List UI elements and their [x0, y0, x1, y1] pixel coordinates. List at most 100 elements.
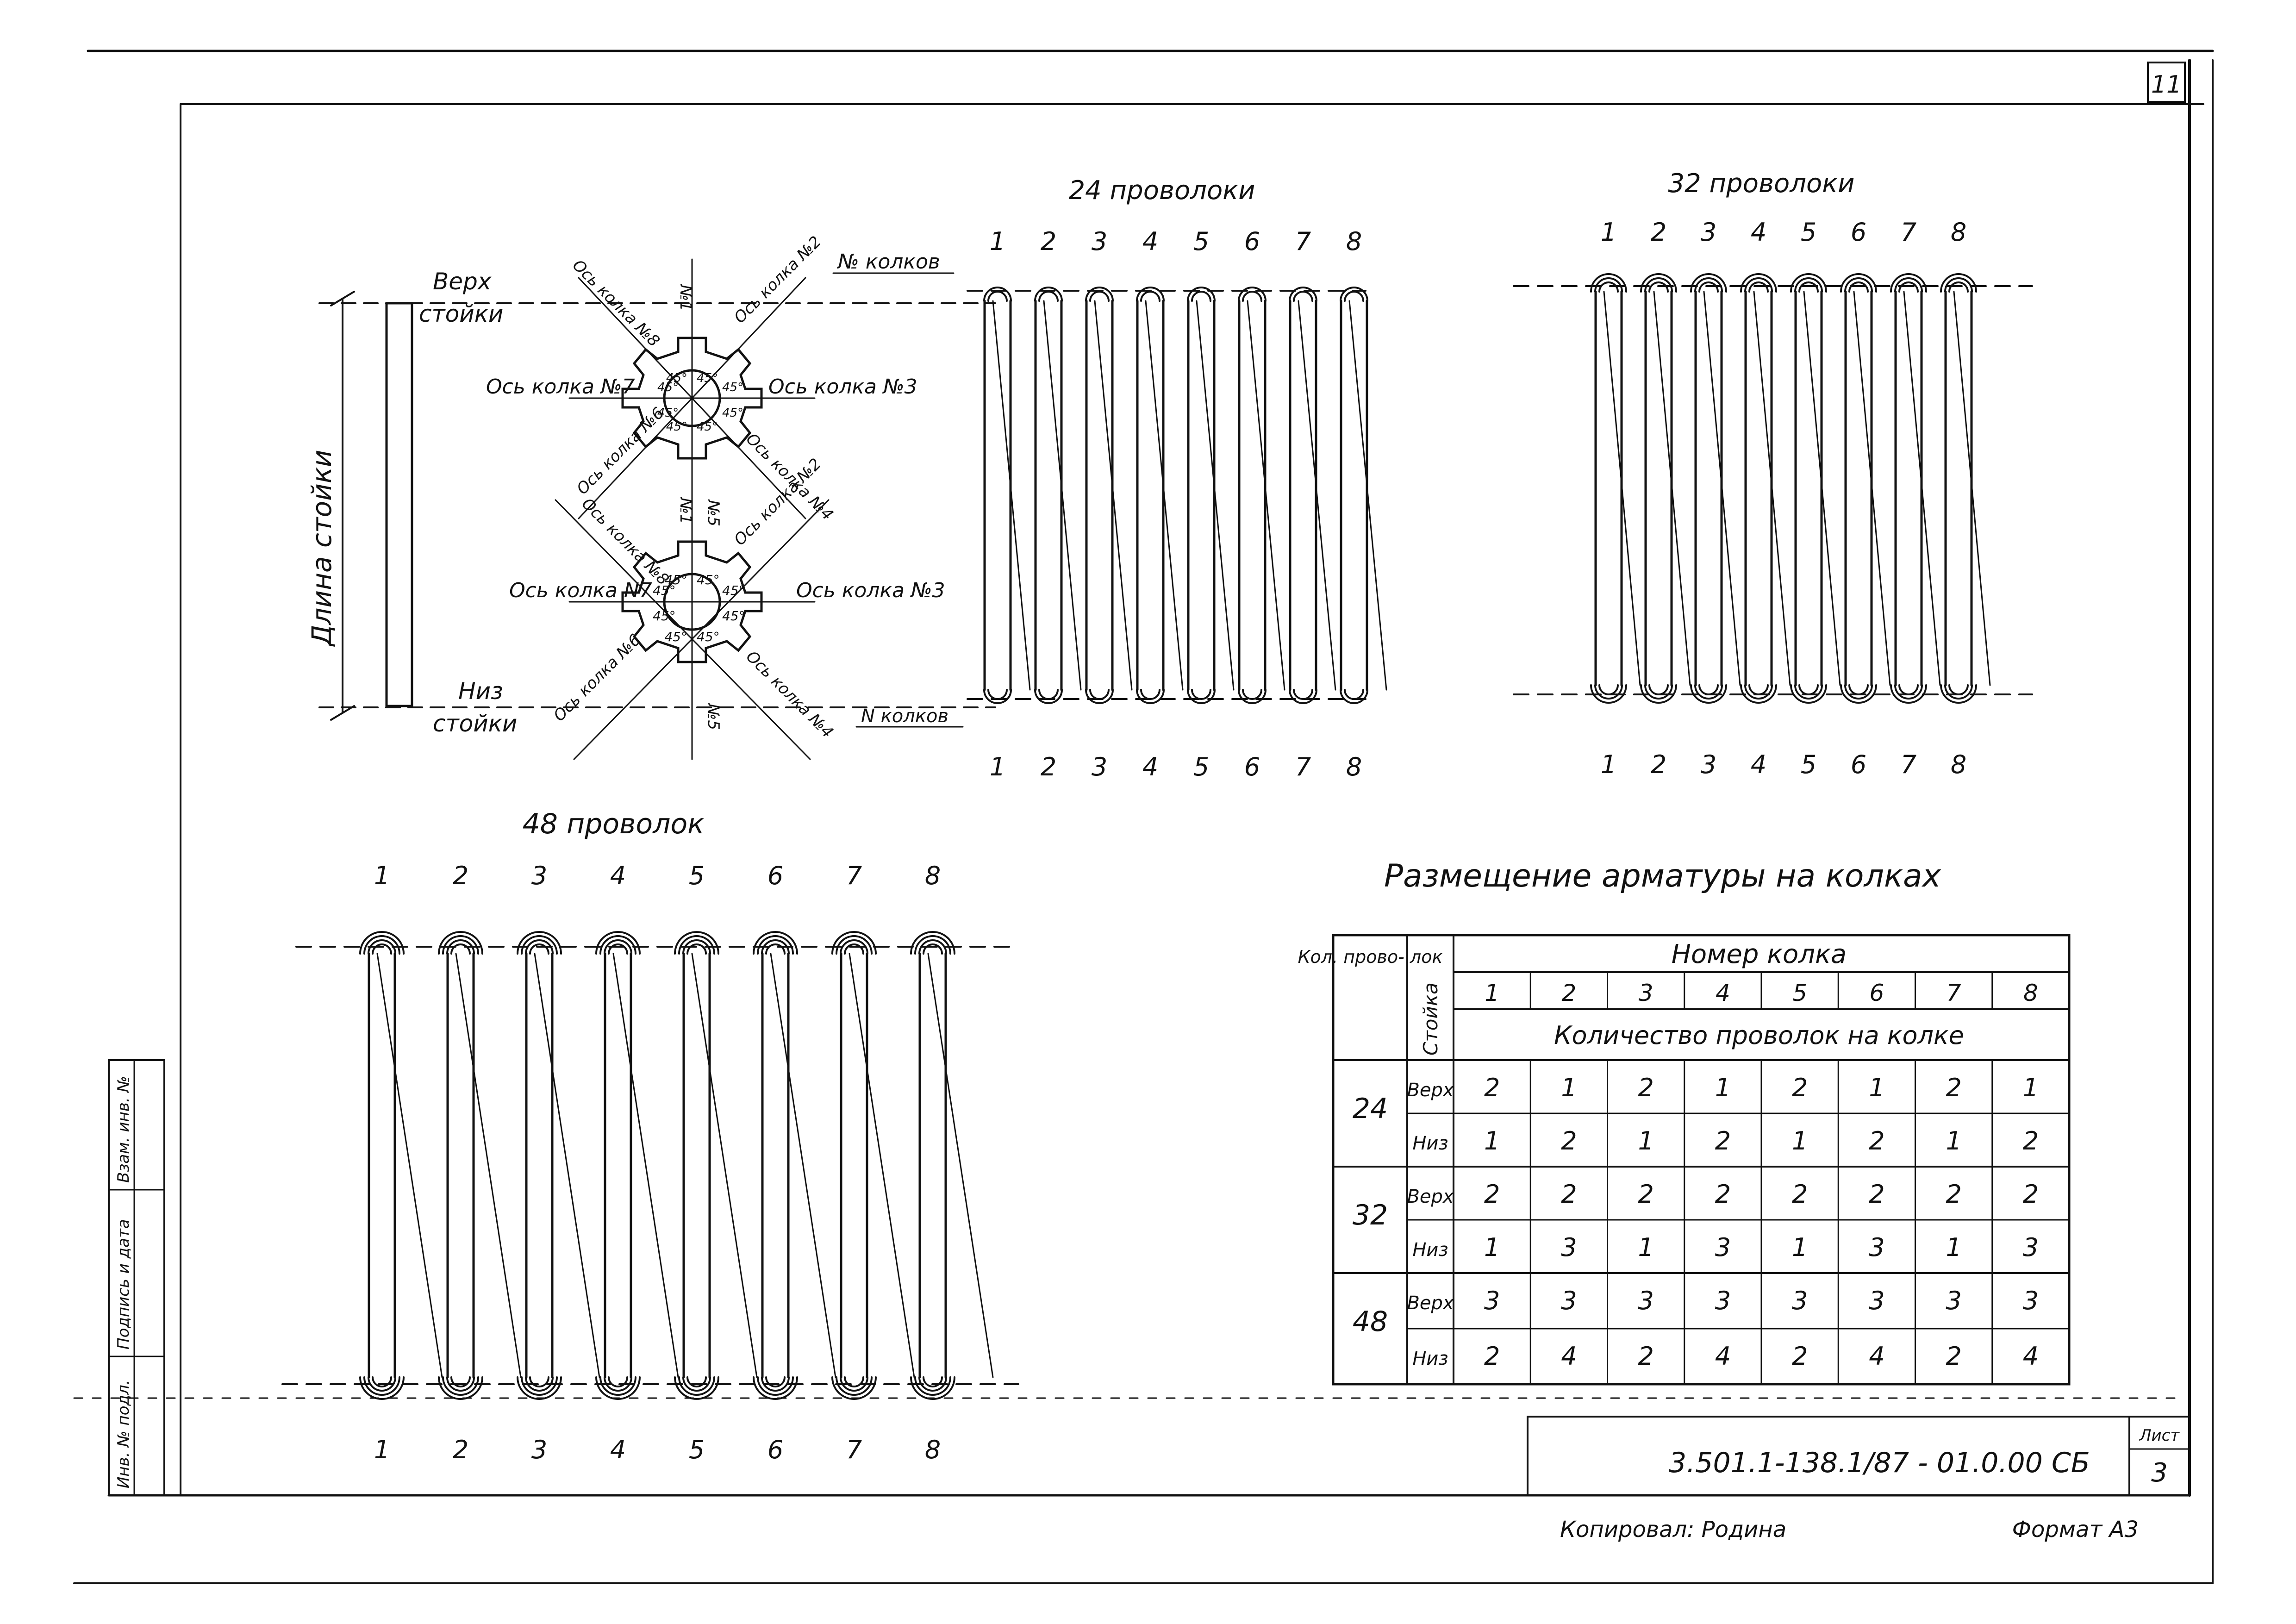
table-post-label: Верх — [1407, 1080, 1454, 1101]
angle-label: 45° — [722, 583, 745, 598]
wire-loop — [678, 1376, 715, 1396]
angle-label: 45° — [722, 406, 743, 420]
wire-loop — [1644, 684, 1673, 700]
pin-number: 1 — [1601, 218, 1616, 247]
axis-label-7: Ось колка №7 — [486, 375, 635, 399]
wire-loop — [1187, 287, 1216, 302]
wire-loop — [595, 1376, 641, 1400]
table-cell: 2 — [1484, 1342, 1500, 1371]
wire-loop — [1136, 689, 1165, 704]
angle-label: 45° — [666, 420, 687, 434]
wire-loop — [836, 935, 873, 955]
wire-loop — [1038, 291, 1059, 302]
angle-label: 45° — [697, 629, 720, 644]
axis-label-6: Ось колка №6 — [573, 404, 668, 498]
wire-line — [1196, 300, 1235, 691]
pin-number: 6 — [767, 1435, 783, 1464]
wire-loop — [674, 931, 719, 955]
wire-loop — [1340, 689, 1368, 704]
wire-loop — [1140, 689, 1160, 700]
wire-loop — [1740, 684, 1777, 704]
wire-loop — [1848, 281, 1869, 293]
table-cell: 3 — [1638, 1286, 1653, 1315]
table-wire-count: 24 — [1353, 1093, 1388, 1125]
wire-loop — [682, 939, 711, 955]
table-cell: 1 — [1638, 1233, 1653, 1262]
table-cell: 3 — [1869, 1286, 1884, 1315]
axis-label-7: Ось колка N7 — [509, 579, 652, 602]
wire-loop — [1648, 684, 1669, 695]
wire-loop — [1089, 689, 1110, 700]
pin-number: 2 — [1041, 752, 1056, 781]
table-cell: 2 — [2023, 1180, 2039, 1209]
wire-loop — [1940, 273, 1977, 293]
wire-line — [612, 953, 679, 1378]
wire-loop — [686, 943, 707, 955]
wire-loop — [1594, 277, 1623, 293]
wire-loop — [599, 1376, 636, 1396]
wire-loop — [1038, 689, 1059, 700]
wire-loop — [1898, 684, 1919, 695]
wire-loop — [1344, 291, 1364, 302]
wire-diagram-title: 32 проволоки — [1668, 169, 1854, 199]
wire-loop — [1191, 291, 1211, 302]
wire-loop — [1744, 684, 1773, 700]
table-cell: 2 — [1561, 1126, 1577, 1156]
angle-label: 45° — [666, 371, 687, 385]
wire-line — [927, 953, 994, 1378]
angle-label: 45° — [653, 608, 676, 624]
wire-loop — [1890, 684, 1927, 704]
wire-loop — [983, 287, 1012, 302]
wire-loop — [1890, 273, 1927, 293]
wire-loop — [1840, 273, 1877, 293]
pin-number: 7 — [1901, 218, 1916, 247]
bottom-label-1: Низ — [458, 678, 503, 705]
wire-loop — [608, 943, 628, 955]
angle-label: 45° — [664, 629, 687, 644]
wire-loop — [446, 1376, 475, 1392]
table-wire-count: 32 — [1353, 1199, 1388, 1231]
top-label-1: Верх — [433, 268, 492, 295]
wire-loop — [1794, 684, 1823, 700]
pin-number: 8 — [1346, 752, 1362, 781]
wire-loop — [1594, 684, 1623, 700]
wire-loop — [1293, 689, 1313, 700]
wire-loop — [753, 931, 798, 955]
pin-number: 8 — [925, 1435, 941, 1464]
table-cell: 1 — [1946, 1126, 1961, 1156]
pins-label-top: № колков — [836, 250, 940, 274]
wire-line — [1703, 291, 1741, 686]
wire-diagram-title: 24 проволоки — [1068, 175, 1255, 206]
wire-loop — [918, 939, 947, 955]
wire-loop — [1894, 684, 1923, 700]
wire-loop — [442, 1376, 479, 1396]
wire-loop — [987, 689, 1008, 700]
stamp-signature-date: Подпись и дата — [114, 1219, 133, 1349]
wire-loop — [844, 943, 864, 955]
stamp-inv-original: Инв. № подл. — [114, 1380, 133, 1488]
wire-loop — [1848, 684, 1869, 695]
table-cell: 2 — [1946, 1342, 1961, 1371]
wire-loop — [372, 1376, 392, 1387]
wire-diagram-title: 48 проволок — [523, 808, 705, 840]
wire-loop — [1238, 689, 1267, 704]
pin-number: 7 — [846, 1435, 862, 1464]
wire-loop — [914, 1376, 951, 1396]
wire-loop — [1242, 291, 1262, 302]
table-cell: 1 — [1484, 1233, 1500, 1262]
wire-loop — [1289, 287, 1317, 302]
sheet-label: Лист — [2139, 1426, 2180, 1445]
wire-line — [1247, 300, 1285, 691]
wire-line — [849, 953, 915, 1378]
table-pin-number: 1 — [1485, 980, 1499, 1006]
wire-loop — [1898, 281, 1919, 293]
wire-loop — [372, 943, 392, 955]
pin-number: 8 — [1951, 750, 1966, 779]
wire-loop — [1140, 291, 1160, 302]
wire-loop — [923, 943, 943, 955]
pin-number: 1 — [374, 1435, 390, 1464]
wire-loop — [1944, 277, 1973, 293]
wire-line — [992, 300, 1031, 691]
wire-loop — [765, 1376, 786, 1387]
